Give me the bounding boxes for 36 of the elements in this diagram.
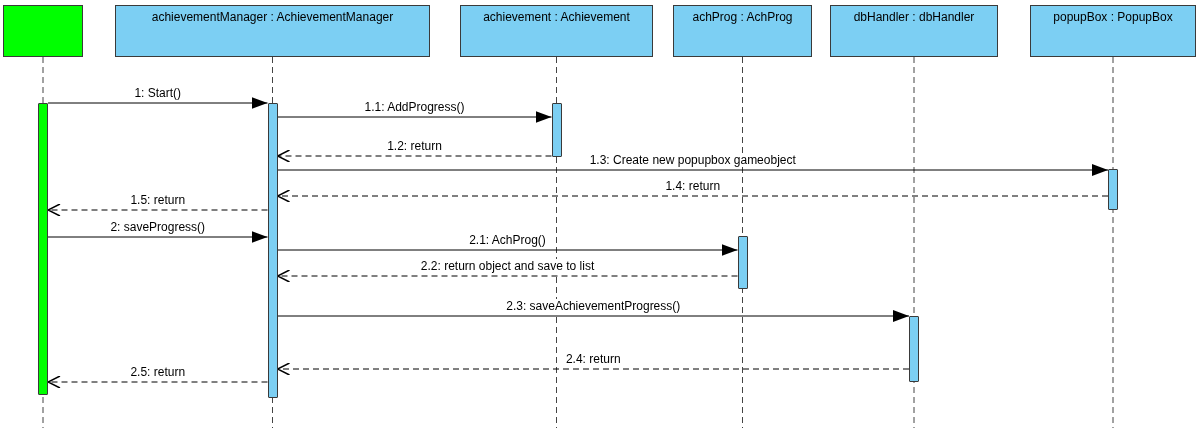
message-arrow xyxy=(277,310,910,322)
message-label: 2: saveProgress() xyxy=(110,220,206,234)
message-label: 1.5: return xyxy=(130,193,186,207)
message-label: 1.4: return xyxy=(665,179,721,193)
lifeline-header xyxy=(3,5,83,57)
lifeline-header: dbHandler : dbHandler xyxy=(830,5,998,57)
return-arrow xyxy=(47,203,268,217)
message-label: 2.2: return object and save to list xyxy=(420,259,595,273)
message-arrow xyxy=(47,231,268,243)
return-arrow xyxy=(276,189,1109,203)
return-arrow xyxy=(276,269,738,283)
message-label: 1.1: AddProgress() xyxy=(364,100,465,114)
activation-bar xyxy=(1108,169,1118,210)
activation-bar xyxy=(909,316,919,382)
message-label: 2.3: saveAchievementProgress() xyxy=(506,299,681,313)
activation-bar xyxy=(551,103,562,157)
message-label: 1: Start() xyxy=(134,86,182,100)
message-label: 1.3: Create new popupbox gameobject xyxy=(589,153,796,167)
activation-bar xyxy=(38,103,48,395)
lifeline-header: popupBox : PopupBox xyxy=(1030,5,1196,57)
activation-bar xyxy=(267,103,278,398)
return-arrow xyxy=(276,149,552,163)
return-arrow xyxy=(47,375,268,389)
message-label: 2.5: return xyxy=(130,365,186,379)
lifeline-header: achievement : Achievement xyxy=(460,5,653,57)
message-label: 2.1: AchProg() xyxy=(469,233,546,247)
activation-bar xyxy=(737,236,748,289)
lifeline-header: achProg : AchProg xyxy=(673,5,812,57)
message-arrow xyxy=(277,244,738,256)
message-arrow xyxy=(277,111,552,123)
lifeline-header: achievementManager : AchievementManager xyxy=(115,5,430,57)
message-arrow xyxy=(277,164,1109,176)
message-label: 1.2: return xyxy=(387,139,442,153)
message-label: 2.4: return xyxy=(565,352,621,366)
message-arrow xyxy=(47,97,268,109)
return-arrow xyxy=(276,362,910,376)
